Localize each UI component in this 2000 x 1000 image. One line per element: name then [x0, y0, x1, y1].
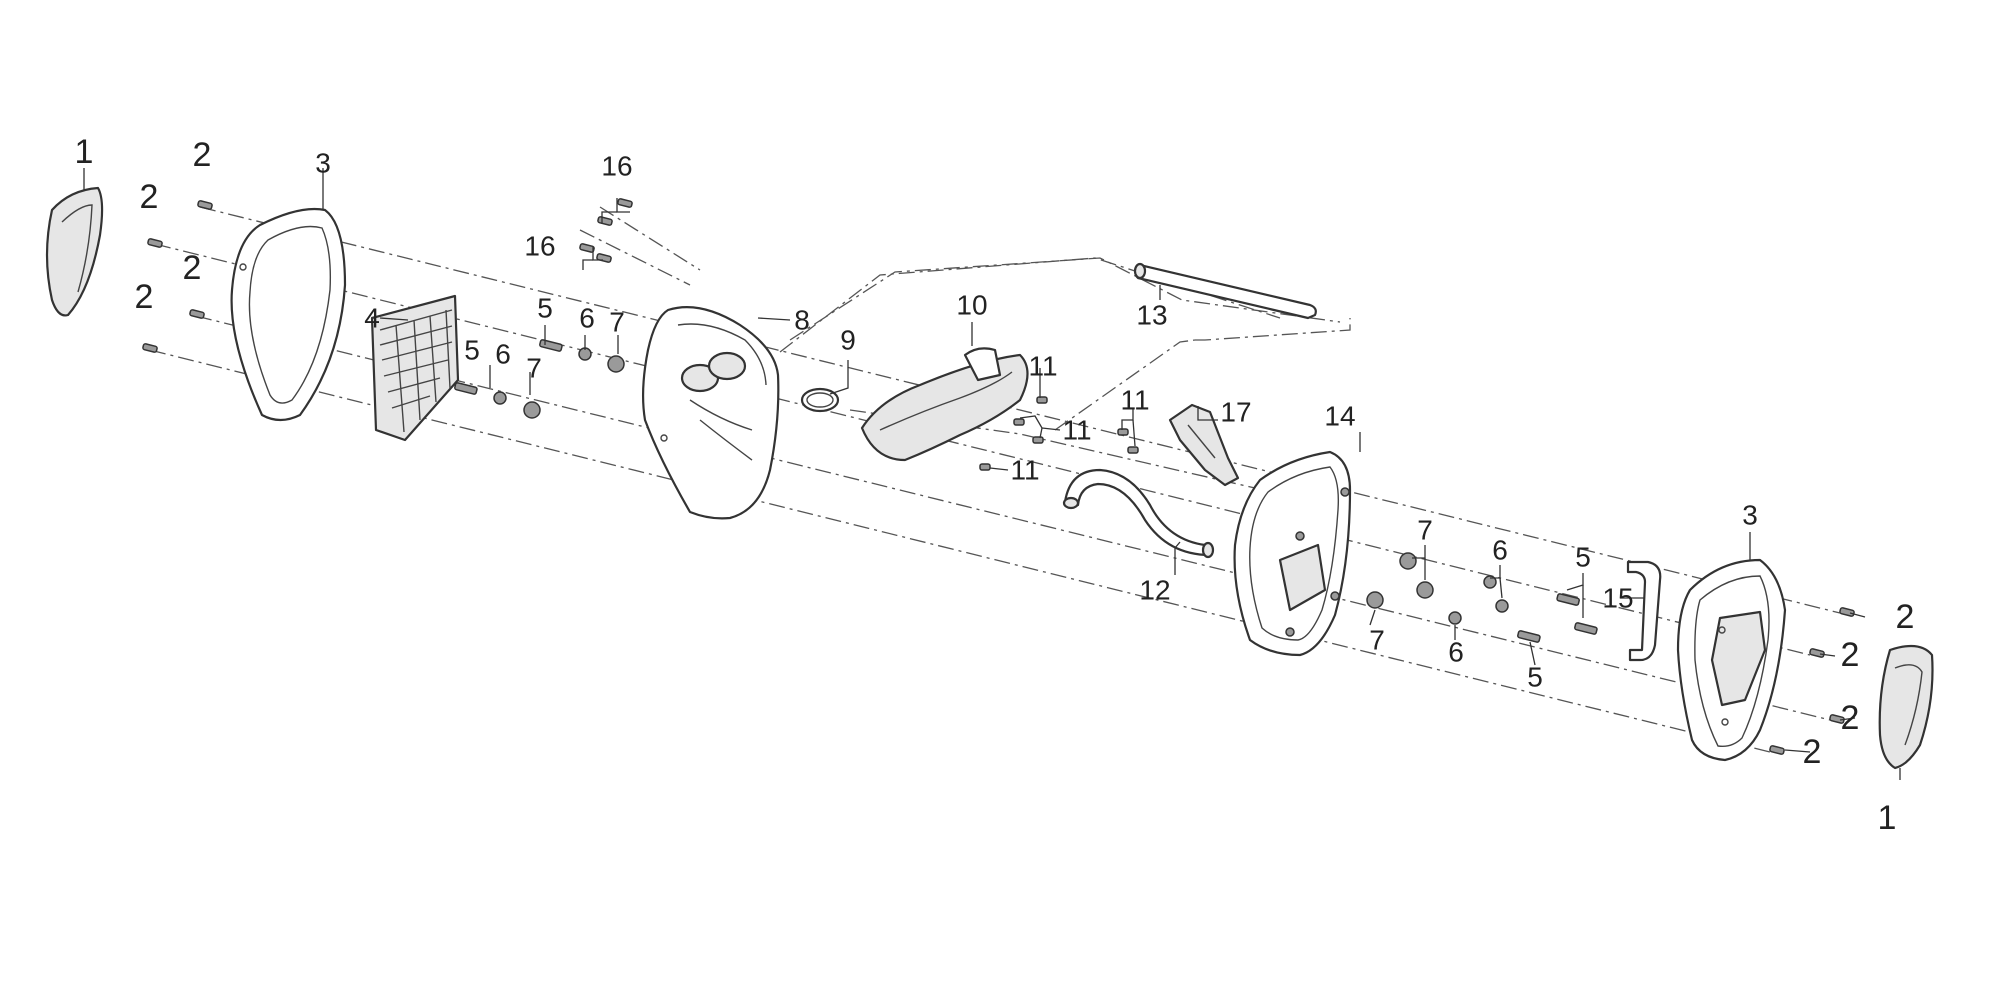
main-housing [642, 306, 780, 520]
callout-14: 14 [1324, 401, 1355, 432]
callout-7-right-upper: 7 [1417, 515, 1433, 546]
callout-8: 8 [794, 305, 810, 336]
callout-16-top: 16 [601, 151, 632, 182]
right-housing [1233, 450, 1352, 657]
callout-3-right: 3 [1742, 500, 1758, 531]
callout-17: 17 [1220, 397, 1251, 428]
rod [1133, 262, 1317, 320]
callout-1-left: 1 [75, 133, 94, 171]
callout-5-lower: 5 [464, 335, 480, 366]
grille-filter [370, 294, 460, 442]
callout-6-right-lower: 6 [1448, 637, 1464, 668]
callout-10: 10 [956, 290, 987, 321]
leader-lines [83, 168, 1901, 780]
callout-16-mid: 16 [524, 231, 555, 262]
assembly-axis-lines [149, 206, 1841, 753]
callout-6-right-upper: 6 [1492, 535, 1508, 566]
callout-2-lower-left: 2 [135, 278, 154, 316]
callout-3-left: 3 [315, 148, 331, 179]
callout-7-lower: 7 [526, 353, 542, 384]
callout-2-right-lower: 2 [1803, 733, 1822, 771]
callout-11-d: 11 [1120, 385, 1149, 416]
center-cover [860, 347, 1029, 462]
callout-2-right-mid: 2 [1841, 699, 1860, 737]
callout-1-right: 1 [1878, 799, 1897, 837]
callout-7-right-lower: 7 [1369, 625, 1385, 656]
bent-tube [1062, 468, 1215, 559]
callout-15: 15 [1602, 583, 1633, 614]
lens-cover-right [1878, 644, 1934, 770]
handle [1626, 560, 1662, 662]
callout-7-upper: 7 [609, 307, 625, 338]
fasteners-right [1366, 552, 1598, 643]
side-frame-right [1676, 558, 1787, 762]
callout-2-top-left: 2 [193, 136, 212, 174]
callout-4: 4 [364, 303, 380, 334]
callout-labels: 1 2 2 2 2 3 4 5 6 7 5 6 7 16 16 8 9 10 1… [75, 133, 1915, 837]
fasteners-left [142, 198, 633, 419]
callout-2-upper-left: 2 [140, 178, 159, 216]
callout-6-lower: 6 [495, 339, 511, 370]
callout-13: 13 [1136, 300, 1167, 331]
callout-2-right-upper: 2 [1841, 636, 1860, 674]
small-screws [979, 396, 1139, 471]
callout-5-right-upper: 5 [1575, 542, 1591, 573]
callout-5-upper: 5 [537, 293, 553, 324]
callout-6-upper: 6 [579, 303, 595, 334]
callout-12: 12 [1139, 575, 1170, 606]
lens-cover-left [45, 186, 104, 317]
callout-2-mid-left: 2 [183, 249, 202, 287]
callout-2-right-top: 2 [1896, 598, 1915, 636]
callout-9: 9 [840, 325, 856, 356]
callout-11-a: 11 [1028, 351, 1057, 382]
callout-11-c: 11 [1010, 455, 1039, 486]
callout-11-b: 11 [1062, 415, 1091, 446]
callout-5-right-lower: 5 [1527, 662, 1543, 693]
side-frame-left [230, 207, 347, 422]
